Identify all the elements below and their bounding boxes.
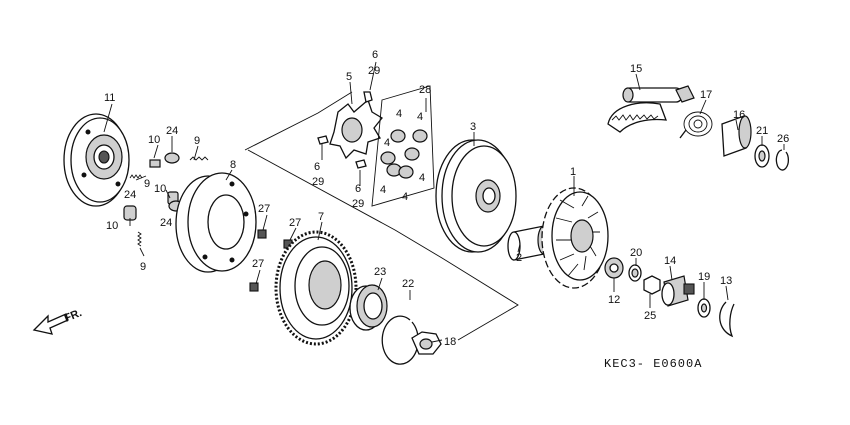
- callout-27: 27: [252, 258, 264, 270]
- callout-9: 9: [194, 135, 200, 147]
- callout-14: 14: [664, 255, 676, 267]
- cooling-fan-part-1: [541, 187, 609, 289]
- callout-1: 1: [570, 166, 576, 178]
- callout-11: 11: [104, 92, 115, 104]
- nut-part-18: [411, 331, 442, 355]
- callout-24: 24: [166, 125, 178, 137]
- callout-4: 4: [384, 137, 390, 149]
- front-direction-label: FR.: [63, 307, 84, 325]
- callout-17: 17: [700, 89, 712, 101]
- callout-10: 10: [154, 183, 166, 195]
- callout-6: 6: [314, 161, 320, 173]
- driven-gear-part-7: [274, 230, 358, 346]
- callout-27: 27: [258, 203, 270, 215]
- callout-5: 5: [346, 71, 352, 83]
- callout-15: 15: [630, 63, 642, 75]
- callout-10: 10: [106, 220, 118, 232]
- callout-4: 4: [419, 172, 425, 184]
- ramp-plate-part-5: [329, 98, 383, 160]
- callout-6: 6: [355, 183, 361, 195]
- front-direction-indicator: FR.: [32, 307, 84, 335]
- callout-18: 18: [444, 336, 456, 348]
- callout-24: 24: [124, 189, 136, 201]
- callout-25: 25: [644, 310, 656, 322]
- callout-4: 4: [380, 184, 386, 196]
- washer-part-20: [628, 264, 642, 282]
- bushing-part-16: [721, 115, 752, 157]
- callout-19: 19: [698, 271, 710, 283]
- callout-29: 29: [352, 198, 364, 210]
- callout-27: 27: [289, 217, 301, 229]
- washer-part-19: [697, 298, 711, 318]
- callout-20: 20: [630, 247, 642, 259]
- callout-4: 4: [417, 111, 423, 123]
- weight-roller-set-part-28: [371, 85, 435, 207]
- callout-23: 23: [374, 266, 386, 278]
- callout-24: 24: [160, 217, 172, 229]
- callout-29: 29: [312, 176, 324, 188]
- callout-7: 7: [318, 211, 324, 223]
- clip-part-13: [719, 301, 735, 338]
- callout-4: 4: [396, 108, 402, 120]
- assembly-frame: [244, 91, 519, 341]
- spring-part-9: [129, 156, 209, 247]
- nut-part-25: [643, 275, 661, 295]
- kick-spindle-part-15: [607, 85, 695, 133]
- drive-face-part-3: [435, 139, 517, 253]
- starter-pinion-part-14: [661, 275, 695, 307]
- front-arrow-icon: [32, 313, 69, 335]
- callout-8: 8: [230, 159, 236, 171]
- callout-22: 22: [402, 278, 414, 290]
- diagram-code: KEC3- E0600A: [604, 357, 702, 371]
- callout-labels: 11 10 24 9 9 10 24 10 24 9 8 27 27 27 7 …: [104, 49, 789, 348]
- spring-part-17: [679, 111, 713, 139]
- callout-10: 10: [148, 134, 160, 146]
- callout-12: 12: [608, 294, 620, 306]
- bearing-part-23: [349, 284, 388, 331]
- callout-21: 21: [756, 125, 768, 137]
- callout-3: 3: [470, 121, 476, 133]
- callout-13: 13: [720, 275, 732, 287]
- callout-16: 16: [733, 109, 745, 121]
- clutch-outer-part-8: [175, 172, 257, 273]
- circlip-part-26: [775, 149, 790, 171]
- callout-2: 2: [516, 252, 522, 264]
- drive-plate-part-11: [63, 113, 130, 207]
- slide-piece-part-6: [317, 91, 373, 169]
- callout-28: 28: [419, 84, 431, 96]
- washer-part-12: [604, 257, 624, 279]
- callout-29: 29: [368, 65, 380, 77]
- callout-4: 4: [402, 191, 408, 203]
- callout-26: 26: [777, 133, 789, 145]
- callout-9: 9: [140, 261, 146, 273]
- callout-9: 9: [144, 178, 150, 190]
- washer-part-21: [754, 144, 770, 168]
- leader-lines: [103, 61, 785, 343]
- callout-6: 6: [372, 49, 378, 61]
